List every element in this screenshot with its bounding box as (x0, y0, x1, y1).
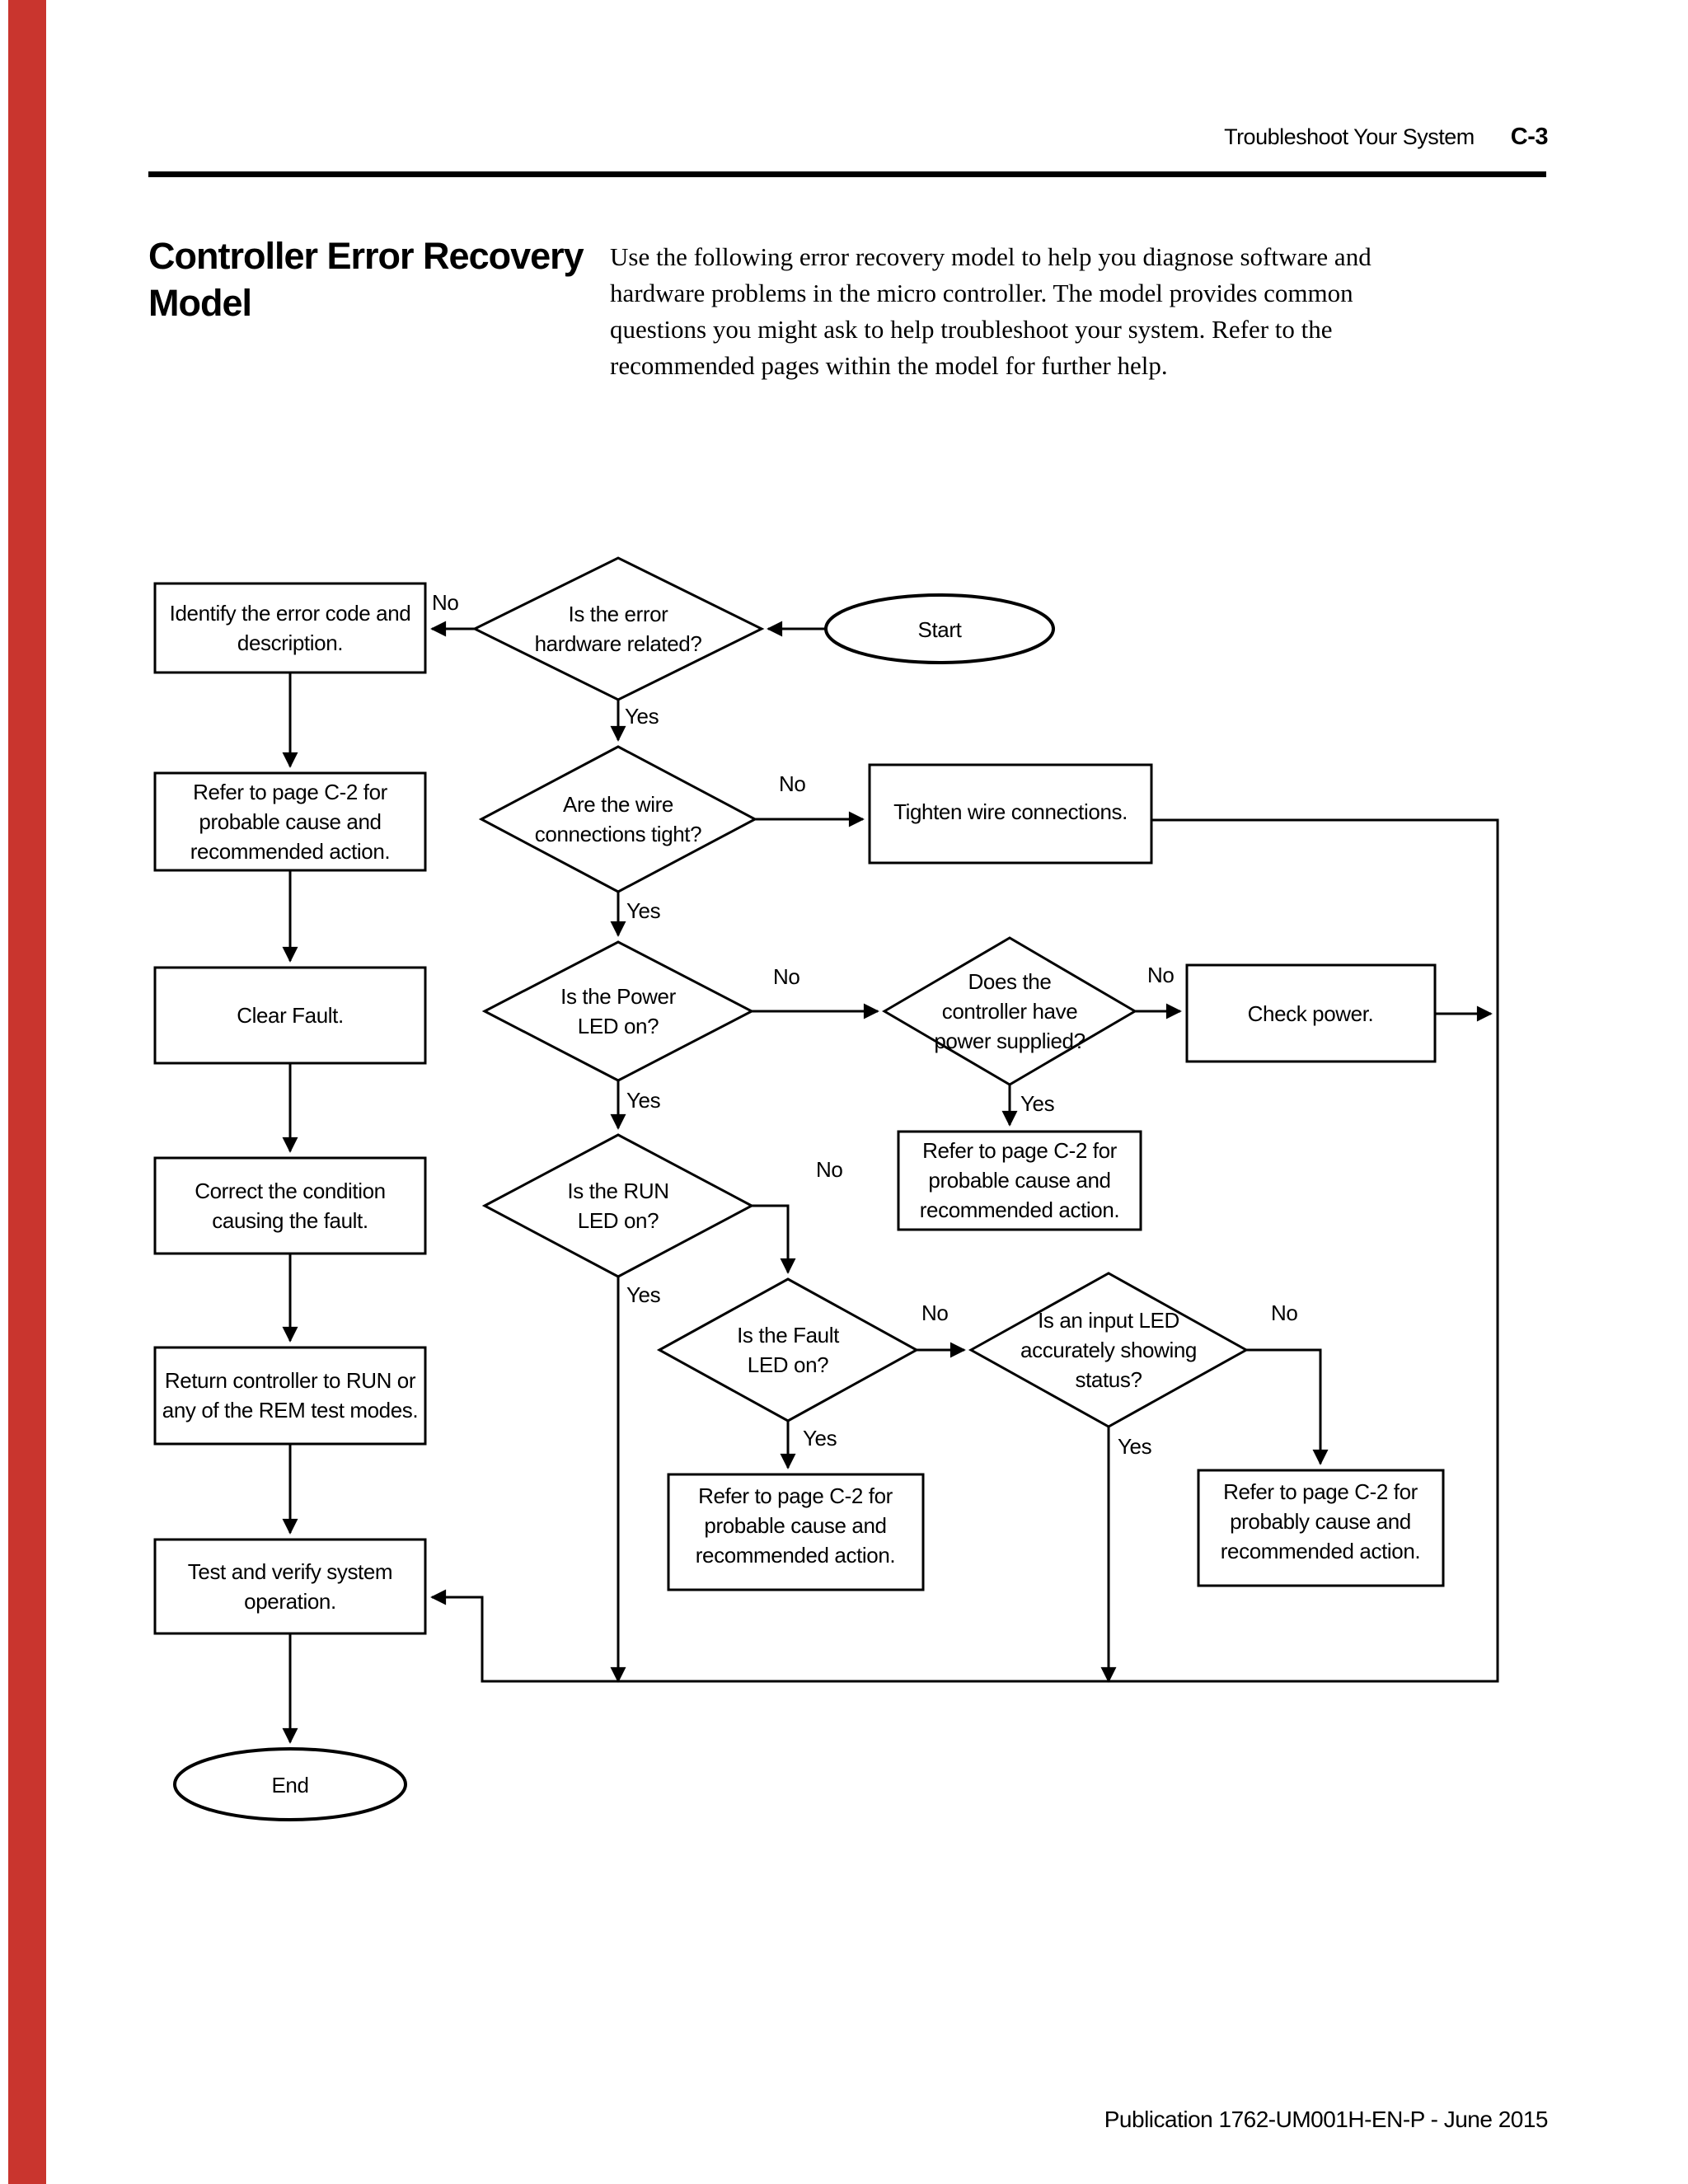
fault-led-label: Is the Fault LED on? (737, 1323, 839, 1377)
refer-c2-input-label: Refer to page C-2 for probably cause and… (1220, 1479, 1421, 1563)
input-led-label: Is an input LED accurately showing statu… (1020, 1308, 1197, 1392)
edge-label-wire-yes: Yes (626, 898, 661, 923)
edge-label-faultled-yes: Yes (803, 1426, 837, 1451)
test-verify-label: Test and verify system operation. (187, 1559, 393, 1614)
identify-label: Identify the error code and description. (169, 601, 411, 655)
refer-c2-input-box (1197, 1469, 1445, 1587)
start-label: Start (917, 617, 962, 642)
section-tab-bar (8, 0, 46, 2184)
edge-label-inputled-no: No (1271, 1301, 1298, 1325)
edge-label-runled-yes: Yes (626, 1282, 661, 1307)
edge-label-runled-no: No (816, 1157, 843, 1182)
edge-inputled-no (1246, 1348, 1329, 1465)
header-section-title: Troubleshoot Your System (1224, 124, 1475, 149)
edge-feedback-bus (430, 818, 1499, 1683)
edge-label-powerled-no: No (773, 964, 800, 989)
refer-c2-fault-label: Refer to page C-2 for probable cause and… (695, 1483, 896, 1568)
edge-runled-no (752, 1204, 796, 1274)
power-supplied-label: Does the controller have power supplied? (934, 969, 1085, 1053)
header-rule (148, 171, 1546, 177)
edge-label-powerled-yes: Yes (626, 1088, 661, 1113)
edge-label-hardware-yes: Yes (625, 704, 659, 729)
refer-c2-power-box (897, 1130, 1142, 1231)
footer-publication: Publication 1762-UM001H-EN-P - June 2015 (1104, 2107, 1549, 2132)
refer-c2-power-label: Refer to page C-2 for probable cause and… (919, 1138, 1120, 1222)
correct-condition-label: Correct the condition causing the fault. (195, 1179, 386, 1233)
intro-paragraph: Use the following error recovery model t… (610, 242, 1372, 380)
edge-label-supplied-yes: Yes (1020, 1091, 1055, 1116)
page-title: Controller Error Recovery Model (148, 235, 584, 324)
power-led-label: Is the Power LED on? (560, 984, 676, 1038)
check-power-label: Check power. (1247, 1001, 1374, 1026)
refer-c2-fault-box (667, 1473, 925, 1591)
edge-label-hardware-no: No (432, 590, 459, 615)
edge-label-faultled-no: No (921, 1301, 949, 1325)
edge-label-wire-no: No (779, 771, 806, 796)
edge-label-inputled-yes: Yes (1118, 1434, 1152, 1459)
header-page-number: C-3 (1510, 124, 1549, 150)
end-ellipse (173, 1747, 407, 1821)
hardware-related-diamond (471, 556, 765, 701)
edge-label-supplied-no: No (1147, 963, 1175, 987)
tighten-box (868, 763, 1153, 865)
tighten-label: Tighten wire connections. (893, 799, 1128, 824)
refer-c2-left-label: Refer to page C-2 for probable cause and… (190, 780, 391, 864)
run-led-label: Is the RUN LED on? (567, 1179, 669, 1233)
clear-fault-label: Clear Fault. (237, 1003, 344, 1028)
page-header: Troubleshoot Your System C-3 (1224, 124, 1548, 151)
return-run-label: Return controller to RUN or any of the R… (162, 1368, 419, 1422)
hardware-related-label: Is the error hardware related? (534, 602, 702, 656)
wire-connections-label: Are the wire connections tight? (534, 792, 702, 846)
end-label: End (271, 1773, 309, 1797)
